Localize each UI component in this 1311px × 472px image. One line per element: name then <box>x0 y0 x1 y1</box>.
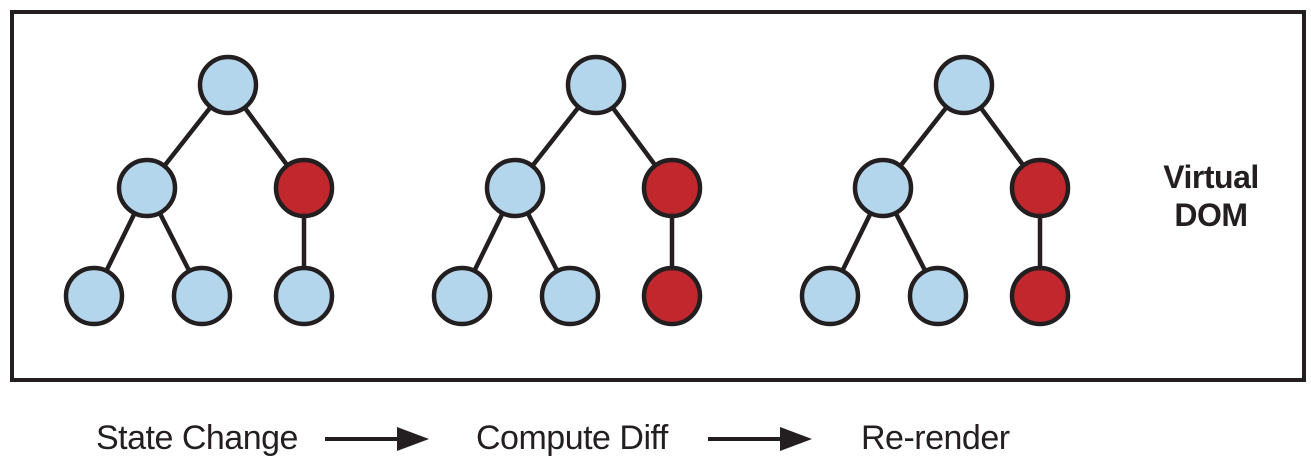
tree-node-right-changed <box>641 157 703 219</box>
step-state-change-label: State Change <box>96 419 298 457</box>
tree-node-root <box>933 54 995 116</box>
tree-node-root <box>197 54 259 116</box>
tree-state-change <box>63 54 335 327</box>
right-arrow-icon <box>708 427 812 451</box>
virtual-dom-label-line-1: Virtual <box>1163 159 1259 195</box>
tree-node-right-child-changed <box>641 265 703 327</box>
tree-node-left <box>116 157 178 219</box>
virtual-dom-label: Virtual DOM <box>1136 158 1286 234</box>
right-arrow-icon <box>325 427 429 451</box>
tree-node-left-left <box>63 265 125 327</box>
tree-node-right-child-changed <box>1009 265 1071 327</box>
virtual-dom-label-line-2: DOM <box>1174 197 1248 233</box>
tree-node-left <box>852 157 914 219</box>
tree-node-root <box>565 54 627 116</box>
tree-node-left-right <box>907 265 969 327</box>
tree-re-render <box>799 54 1071 327</box>
tree-node-left-right <box>171 265 233 327</box>
tree-node-left-right <box>539 265 601 327</box>
step-compute-diff-label: Compute Diff <box>476 419 668 457</box>
tree-node-left <box>484 157 546 219</box>
tree-node-right-child <box>273 265 335 327</box>
tree-compute-diff <box>431 54 703 327</box>
step-re-render-label: Re-render <box>861 419 1010 457</box>
tree-node-right-changed <box>1009 157 1071 219</box>
tree-node-left-left <box>799 265 861 327</box>
tree-node-left-left <box>431 265 493 327</box>
tree-node-right-changed <box>273 157 335 219</box>
